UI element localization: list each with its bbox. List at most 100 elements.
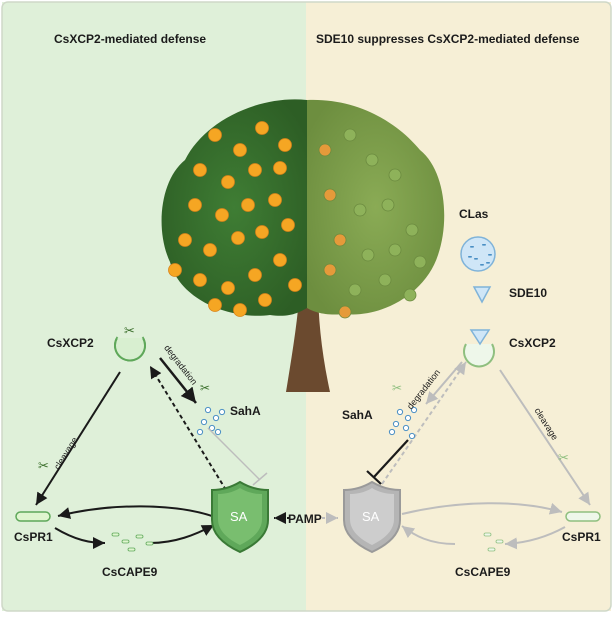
saha-fragment — [410, 406, 418, 414]
infected-fruit — [338, 305, 352, 319]
canopy-healthy — [161, 99, 307, 316]
canopy-infected — [307, 99, 445, 315]
arrow-sa-to-pr1-left — [57, 505, 216, 519]
orange-fruit — [248, 268, 262, 282]
orange-fruit — [255, 225, 269, 239]
infected-fruit — [361, 248, 375, 262]
scissors-icon: ✂ — [38, 458, 49, 473]
arrow-sa-to-pr1-right — [401, 502, 563, 515]
arrow-cape9-to-sa-right — [401, 525, 456, 545]
clas-bacterium — [460, 236, 496, 272]
orange-fruit — [188, 198, 202, 212]
label-csxcp2-right: CsXCP2 — [509, 336, 556, 350]
cape9-peptide — [145, 541, 154, 546]
orange-fruit — [178, 233, 192, 247]
bacterium-dot — [486, 262, 490, 264]
left-panel-title: CsXCP2-mediated defense — [54, 32, 207, 46]
scissors-icon: ✂ — [124, 323, 135, 338]
label-saha-right: SahA — [342, 408, 373, 422]
cape9-peptide — [135, 534, 144, 539]
orange-fruit — [221, 175, 235, 189]
inhibition-saha-sa-left — [207, 427, 261, 481]
saha-fragment — [204, 406, 212, 414]
tree-trunk — [286, 285, 330, 392]
infected-fruit — [348, 283, 362, 297]
arrow-pr1-to-cape9-left — [54, 527, 106, 549]
cape9-peptide — [121, 539, 130, 544]
orange-fruit — [258, 293, 272, 307]
cspr1-right — [565, 511, 601, 522]
label-pamp: PAMP — [288, 512, 322, 526]
saha-fragment — [392, 420, 400, 428]
cape9-peptide — [487, 547, 496, 552]
arrow-sa-to-xcp2-dashed-left — [149, 365, 227, 491]
infected-fruit — [365, 153, 379, 167]
bacterium-dot — [480, 264, 484, 266]
orange-fruit — [278, 138, 292, 152]
cspr1-left — [15, 511, 51, 522]
saha-fragment — [212, 414, 220, 422]
bacterium-dot — [470, 246, 474, 248]
label-cscape9-left: CsCAPE9 — [102, 565, 158, 579]
arrow-pr1-to-cape9-right — [504, 526, 566, 550]
scissors-icon: ✂ — [558, 450, 569, 465]
arrow-degradation-left — [159, 357, 197, 404]
label-cspr1-left: CsPR1 — [14, 530, 53, 544]
infected-fruit — [333, 233, 347, 247]
saha-fragment — [404, 414, 412, 422]
infected-fruit — [403, 288, 417, 302]
infected-fruits — [318, 128, 427, 319]
bacterium-dot — [468, 256, 472, 258]
cape9-peptide — [127, 547, 136, 552]
infected-fruit — [405, 223, 419, 237]
infected-fruit — [413, 255, 427, 269]
csxcp2-protease-right — [463, 329, 495, 368]
infected-fruit — [353, 203, 367, 217]
arrow-sa-to-xcp2-dashed-right — [381, 361, 467, 485]
orange-fruit — [255, 121, 269, 135]
saha-fragments-left — [196, 406, 226, 436]
orange-fruit — [233, 143, 247, 157]
label-sa-right: SA — [362, 509, 380, 524]
bacterium-dot — [488, 254, 492, 256]
orange-fruit — [193, 273, 207, 287]
scissors-icon: ✂ — [200, 381, 210, 395]
saha-fragment — [402, 424, 410, 432]
label-cspr1-right: CsPR1 — [562, 530, 601, 544]
orange-fruit — [168, 263, 182, 277]
saha-fragment — [208, 424, 216, 432]
orange-fruit — [248, 163, 262, 177]
orange-fruit — [233, 303, 247, 317]
saha-fragments-right — [388, 406, 418, 440]
saha-fragment — [218, 408, 226, 416]
orange-fruit — [241, 198, 255, 212]
orange-fruit — [208, 298, 222, 312]
arrow-xcp2-to-pr1-right — [499, 369, 591, 506]
scissors-icon: ✂ — [392, 381, 402, 395]
saha-fragment — [388, 428, 396, 436]
label-csxcp2-left: CsXCP2 — [47, 336, 94, 350]
saha-fragment — [396, 408, 404, 416]
arrow-xcp2-to-pr1-left — [35, 371, 121, 506]
sde10-effector — [472, 286, 492, 304]
right-panel-title: SDE10 suppresses CsXCP2-mediated defense — [316, 32, 580, 46]
bacterium-dot — [474, 258, 478, 260]
inhibition-saha-sa-right — [373, 439, 409, 478]
label-clas: CLas — [459, 207, 489, 221]
cscape9-peptides-right — [483, 532, 504, 552]
orange-fruit — [203, 243, 217, 257]
healthy-fruits — [168, 121, 302, 317]
label-saha-left: SahA — [230, 404, 261, 418]
infected-fruit — [381, 198, 395, 212]
orange-fruit — [231, 231, 245, 245]
orange-fruit — [273, 161, 287, 175]
saha-fragment — [214, 428, 222, 436]
saha-fragment — [200, 418, 208, 426]
infected-fruit — [318, 143, 332, 157]
orange-fruit — [221, 281, 235, 295]
infected-fruit — [343, 128, 357, 142]
orange-fruit — [208, 128, 222, 142]
orange-fruit — [288, 278, 302, 292]
